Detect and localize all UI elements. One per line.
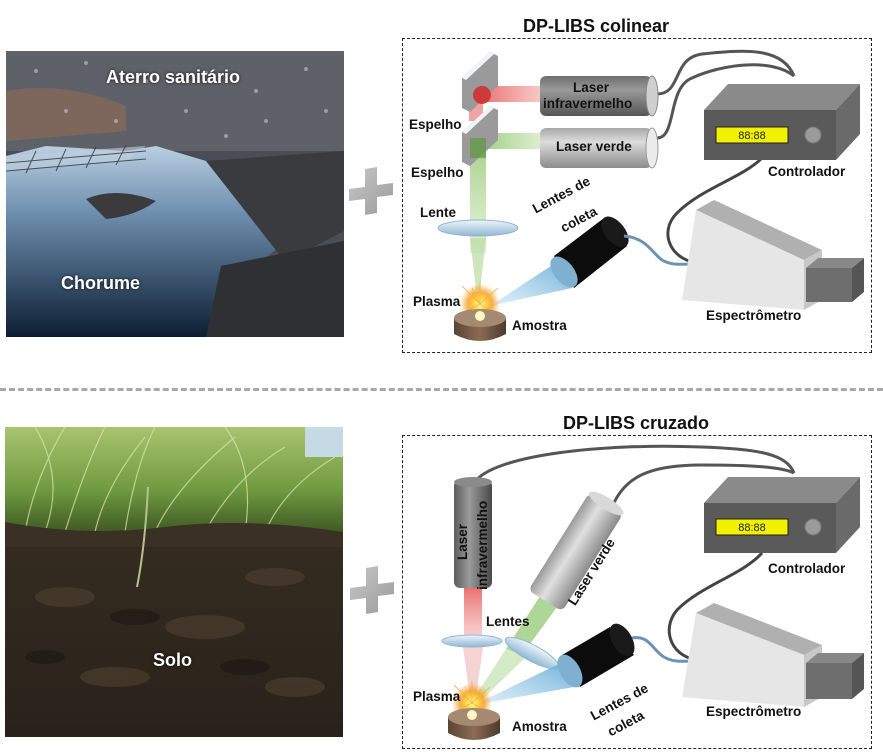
lens-label: Lente: [420, 205, 457, 220]
ir-laser-label-2: infravermelho: [475, 500, 490, 590]
ir-lens: [441, 634, 503, 648]
cable: [667, 551, 764, 662]
mirror-1-label: Espelho: [409, 117, 462, 132]
green-beam: [470, 238, 486, 290]
plus-icon: [350, 566, 394, 614]
fiber-optic: [623, 234, 701, 266]
cable: [608, 463, 795, 514]
controller-label: Controlador: [768, 164, 846, 179]
green-laser-label: Laser verde: [556, 139, 632, 154]
landfill-image: [6, 51, 344, 337]
landfill-label: Aterro sanitário: [106, 67, 241, 87]
ir-beam: [462, 640, 484, 697]
controller: 88:88: [704, 477, 860, 553]
controller: 88:88: [704, 84, 860, 160]
spectrometer: [682, 603, 864, 707]
crossed-panel: [402, 435, 872, 749]
fiber-optic: [631, 636, 701, 663]
controller-knob: [804, 126, 822, 144]
plasma-label: Plasma: [413, 294, 461, 309]
controller-knob: [804, 518, 822, 536]
mirror-2-label: Espelho: [411, 165, 464, 180]
ir-laser-label-1: Laser: [455, 523, 470, 560]
ir-laser-label-2: infravermelho: [543, 96, 633, 111]
collection-lens: [557, 623, 635, 688]
colinear-panel-title: DP-LIBS colinear: [522, 16, 670, 36]
cable: [656, 49, 796, 96]
sample: [454, 309, 506, 341]
leachate-label: Chorume: [61, 273, 141, 293]
green-laser: [540, 127, 659, 169]
ir-laser-label-1: Laser: [573, 80, 610, 95]
lenses-label: Lentes: [486, 614, 530, 629]
soil-label: Solo: [153, 650, 192, 670]
cable: [656, 63, 795, 140]
colinear-panel: [402, 38, 872, 353]
ir-beam: [464, 585, 482, 637]
mirror-1: [462, 52, 498, 112]
soil-photo: Solo: [5, 427, 343, 737]
spectrometer-label: Espectrômetro: [706, 704, 802, 719]
collection-cone: [474, 660, 574, 705]
collection-cone: [490, 260, 572, 306]
soil-image: [5, 427, 343, 737]
spectrometer-label: Espectrômetro: [706, 308, 802, 323]
controller-display: [715, 518, 789, 536]
spectrometer: [682, 200, 864, 310]
cable: [472, 444, 796, 484]
collection-lens: [550, 216, 629, 288]
mirror-2: [462, 106, 498, 166]
section-separator: [0, 388, 883, 391]
controller-display: [715, 126, 789, 144]
plasma-label: Plasma: [413, 689, 461, 704]
plus-icon: [349, 167, 393, 215]
controller-label: Controlador: [768, 561, 846, 576]
ir-laser: [540, 75, 659, 117]
cable: [666, 156, 764, 265]
sample: [448, 708, 500, 740]
ir-laser: [454, 477, 492, 588]
sample-label: Amostra: [512, 719, 567, 734]
focusing-lens: [437, 219, 519, 237]
controller-display-text: 88:88: [738, 130, 766, 142]
crossed-diagram: 88:88: [441, 444, 864, 740]
green-laser: [530, 491, 624, 610]
colinear-diagram: 88:88: [437, 49, 864, 341]
controller-display-text: 88:88: [738, 522, 766, 534]
sample-label: Amostra: [512, 318, 567, 333]
crossed-panel-title: DP-LIBS cruzado: [562, 413, 710, 433]
landfill-photo: Aterro sanitário Chorume: [6, 51, 344, 337]
